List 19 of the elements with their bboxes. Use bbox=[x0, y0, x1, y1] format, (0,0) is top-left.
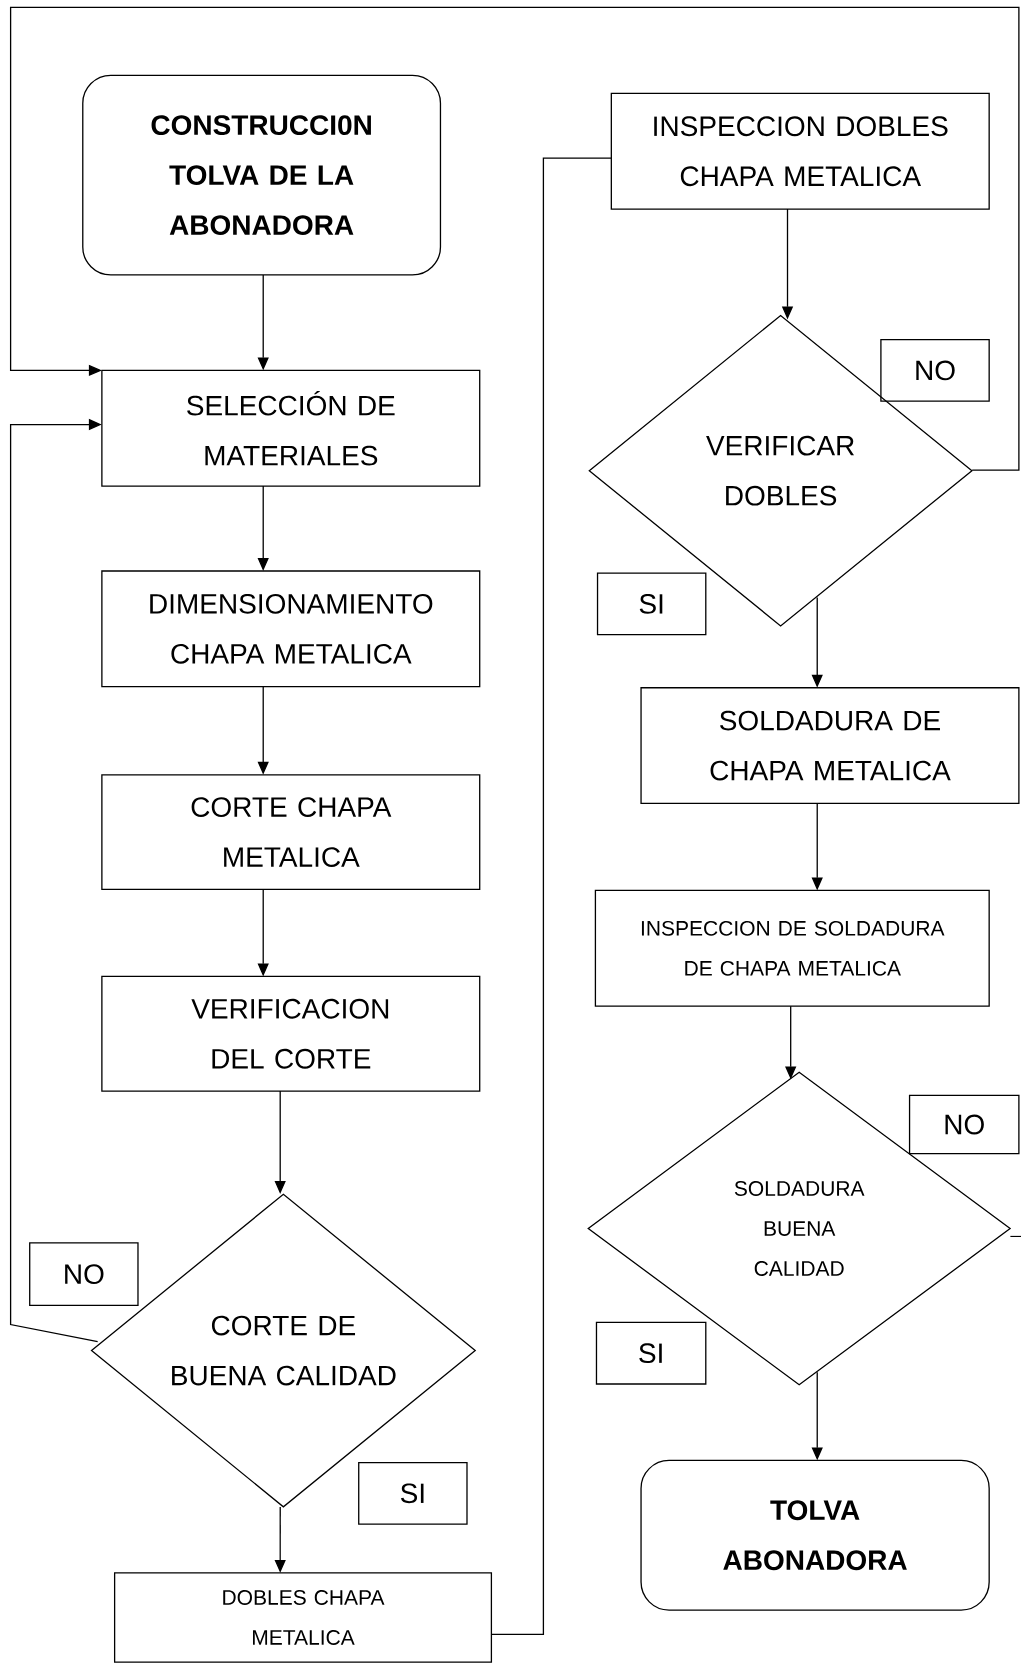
arrow bbox=[9, 6, 1020, 471]
branch-label-box: NO bbox=[908, 1094, 1020, 1155]
branch-label-box: SI bbox=[358, 1461, 468, 1525]
process-box: CORTE CHAPA METALICA bbox=[101, 774, 481, 891]
branch-label-box: NO bbox=[29, 1242, 139, 1307]
branch-label-box: SI bbox=[595, 1321, 707, 1385]
process-box: INSPECCION DOBLES CHAPA METALICA bbox=[610, 92, 990, 210]
terminal-box: CONSTRUCCI0N TOLVA DE LA ABONADORA bbox=[82, 74, 442, 276]
terminal-box: TOLVA ABONADORA bbox=[640, 1459, 990, 1611]
process-box: SOLDADURA DE CHAPA METALICA bbox=[640, 687, 1020, 805]
process-box: SELECCIÓN DE MATERIALES bbox=[101, 369, 481, 487]
connector-line bbox=[1009, 1235, 1021, 1238]
process-box: INSPECCION DE SOLDADURA DE CHAPA METALICA bbox=[594, 889, 990, 1007]
process-box: VERIFICACION DEL CORTE bbox=[101, 975, 481, 1092]
process-box: DIMENSIONAMIENTO CHAPA METALICA bbox=[101, 570, 481, 688]
connector-line bbox=[490, 157, 612, 1636]
process-box: DOBLES CHAPA METALICA bbox=[113, 1572, 493, 1663]
branch-label-box: SI bbox=[596, 572, 707, 636]
branch-label-box: NO bbox=[880, 339, 990, 402]
